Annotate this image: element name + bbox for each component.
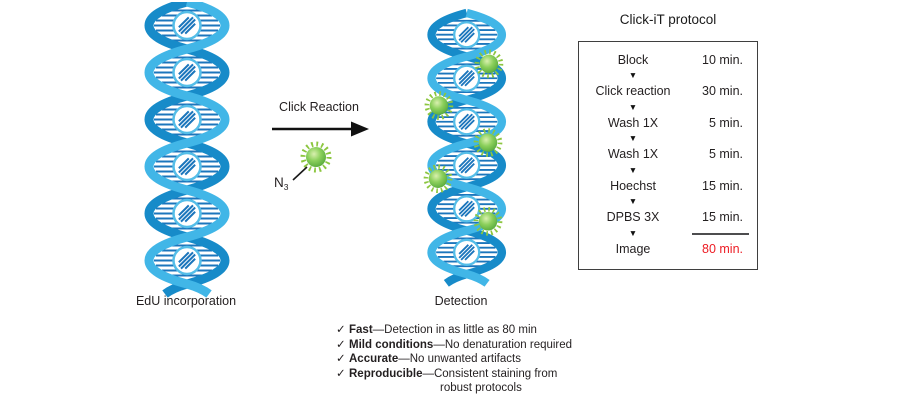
protocol-step: Block 10 min. <box>579 51 757 68</box>
step-time: 5 min. <box>708 147 743 161</box>
detection-label: Detection <box>434 294 488 308</box>
down-arrow-icon: ▼ <box>628 164 638 175</box>
checklist-text: No unwanted artifacts <box>409 353 521 365</box>
checklist-item: ✓Accurate—No unwanted artifacts <box>336 352 572 367</box>
step-name: Hoechst <box>610 178 656 193</box>
click-reaction-label: Click Reaction <box>279 100 359 114</box>
check-icon: ✓ <box>336 367 346 380</box>
checklist-item: ✓Fast—Detection in as little as 80 min <box>336 323 572 338</box>
edu-incorporation-label: EdU incorporation <box>135 294 237 308</box>
checklist-separator: — <box>398 353 410 365</box>
protocol-step: Click reaction 30 min. <box>579 83 757 100</box>
azide-subscript: 3 <box>283 182 289 192</box>
step-name: DPBS 3X <box>606 210 660 224</box>
protocol-step: Wash 1X 5 min. <box>579 114 757 131</box>
step-name: Wash 1X <box>607 147 659 161</box>
step-name: Block <box>617 52 649 67</box>
protocol-box: Block 10 min. ▼ Click reaction 30 min. ▼… <box>578 41 758 270</box>
down-arrow-icon: ▼ <box>628 227 638 238</box>
checklist-text: Detection in as little as 80 min <box>384 324 537 336</box>
checklist-term: Accurate <box>349 353 399 365</box>
protocol-step-total: Image 80 min. <box>579 240 757 257</box>
checklist-item: ✓Reproducible—Consistent staining from <box>336 367 572 382</box>
azide-symbol: N <box>274 175 284 190</box>
total-time: 80 min. <box>702 241 743 256</box>
protocol-arrow-row: ▼ <box>579 131 757 146</box>
total-divider-line <box>692 232 749 235</box>
step-name: Click reaction <box>595 84 671 98</box>
checklist-term: Reproducible <box>349 367 423 380</box>
checklist-item: ✓Mild conditions—No denaturation require… <box>336 338 572 353</box>
step-name: Wash 1X <box>607 115 659 130</box>
benefits-checklist: ✓Fast—Detection in as little as 80 min ✓… <box>336 323 572 396</box>
protocol-arrow-row: ▼ <box>579 226 757 241</box>
checklist-text: No denaturation required <box>444 338 573 351</box>
down-arrow-icon: ▼ <box>628 196 638 207</box>
detection-dna-helix <box>413 2 513 298</box>
step-time: 15 min. <box>702 210 743 224</box>
protocol-arrow-row: ▼ <box>579 163 757 178</box>
down-arrow-icon: ▼ <box>628 70 638 81</box>
step-time: 15 min. <box>702 178 743 193</box>
checklist-separator: — <box>433 338 445 351</box>
protocol-arrow-row: ▼ <box>579 100 757 115</box>
azide-label: N3 <box>274 175 288 192</box>
checklist-separator: — <box>422 367 434 380</box>
step-name: Image <box>615 241 651 256</box>
edu-dna-helix <box>137 2 237 298</box>
click-reaction-arrow <box>272 121 369 137</box>
step-time: 10 min. <box>702 52 743 67</box>
protocol-step: DPBS 3X 15 min. <box>579 209 757 226</box>
checklist-term: Mild conditions <box>349 338 434 351</box>
step-time: 5 min. <box>708 115 743 130</box>
protocol-arrow-row: ▼ <box>579 194 757 209</box>
checklist-term: Fast <box>349 324 373 336</box>
check-icon: ✓ <box>336 338 346 351</box>
step-time: 30 min. <box>702 84 743 98</box>
azide-bond-line <box>292 166 308 181</box>
protocol-arrow-row: ▼ <box>579 68 757 83</box>
protocol-title: Click-iT protocol <box>619 12 717 27</box>
checklist-text: Consistent staining from <box>433 367 558 380</box>
protocol-step: Hoechst 15 min. <box>579 177 757 194</box>
check-icon: ✓ <box>336 353 346 365</box>
checklist-text-wrap: robust protocols <box>440 382 522 394</box>
down-arrow-icon: ▼ <box>628 101 638 112</box>
check-icon: ✓ <box>336 324 346 336</box>
checklist-separator: — <box>372 324 385 336</box>
down-arrow-icon: ▼ <box>628 133 638 144</box>
protocol-step: Wash 1X 5 min. <box>579 146 757 163</box>
